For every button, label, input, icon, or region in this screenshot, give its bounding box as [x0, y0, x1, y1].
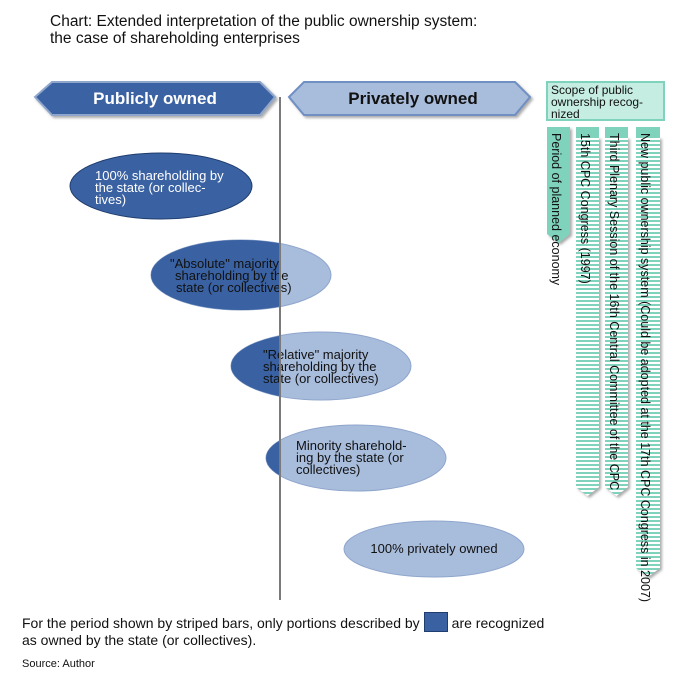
- ellipse-100-state-line1: 100% shareholding by: [95, 168, 224, 183]
- ellipse-100-state: 100% shareholding by the state (or colle…: [69, 152, 253, 220]
- footnote-after: are recognized: [451, 615, 545, 631]
- scope-header-line2: ownership recog-: [551, 95, 643, 109]
- period-label-15th-congress: 15th CPC Congress (1997): [578, 133, 592, 284]
- ellipse-relative-majority: "Relative" majority shareholding by the …: [230, 331, 412, 401]
- period-label-third-plenary: Third Plenary Session of the 16th Centra…: [607, 133, 621, 490]
- scope-header: Scope of public ownership recog- nized: [546, 81, 665, 121]
- footnote-before: For the period shown by striped bars, on…: [22, 615, 420, 631]
- period-label-planned-economy: Period of planned economy: [549, 133, 563, 286]
- chart-title-line1: Chart: Extended interpretation of the pu…: [50, 13, 478, 30]
- period-label-new-system: New public ownership system (Could be ad…: [638, 133, 652, 602]
- ellipse-relative-majority-line3: state (or collectives): [263, 371, 379, 386]
- ellipse-100-private: 100% privately owned: [343, 520, 525, 578]
- ellipse-absolute-majority: "Absolute" majority shareholding by the …: [150, 239, 332, 311]
- chart-title: Chart: Extended interpretation of the pu…: [50, 13, 477, 47]
- scope-header-line1: Scope of public: [551, 83, 633, 97]
- chart-title-line2: the case of shareholding enterprises: [50, 30, 300, 47]
- ellipse-100-private-line1: 100% privately owned: [370, 541, 497, 556]
- ellipse-absolute-majority-line3: state (or collectives): [176, 280, 292, 295]
- ellipse-relative-majority-line2: shareholding by the: [263, 359, 376, 374]
- public-arrow-label: Publicly owned: [93, 89, 217, 108]
- period-bar-new-system: New public ownership system (Could be ad…: [636, 127, 660, 602]
- private-arrow-label: Privately owned: [348, 89, 477, 108]
- public-color-swatch: [423, 612, 448, 632]
- ellipse-100-state-line2: the state (or collec-: [95, 180, 206, 195]
- ellipse-minority-line3: collectives): [296, 462, 360, 477]
- footnote: For the period shown by striped bars, on…: [22, 612, 544, 649]
- private-arrow: [287, 81, 532, 116]
- ellipse-relative-majority-line1: "Relative" majority: [263, 347, 369, 362]
- period-bar-15th-congress: 15th CPC Congress (1997): [576, 127, 599, 496]
- source-note: Source: Author: [22, 658, 95, 670]
- ellipse-minority-line2: ing by the state (or: [296, 450, 404, 465]
- footnote-line2: as owned by the state (or collectives).: [22, 632, 257, 648]
- ellipse-minority-line1: Minority sharehold-: [296, 438, 407, 453]
- public-arrow: [33, 81, 277, 116]
- ellipse-absolute-majority-line1: "Absolute" majority: [170, 256, 279, 271]
- period-bar-planned-economy: Period of planned economy: [547, 127, 570, 286]
- ellipse-minority: Minority sharehold- ing by the state (or…: [265, 424, 447, 492]
- ellipse-100-state-line3: tives): [95, 192, 126, 207]
- period-bar-third-plenary: Third Plenary Session of the 16th Centra…: [605, 127, 628, 496]
- scope-header-line3: nized: [551, 107, 580, 121]
- ellipse-absolute-majority-line2: shareholding by the: [175, 268, 288, 283]
